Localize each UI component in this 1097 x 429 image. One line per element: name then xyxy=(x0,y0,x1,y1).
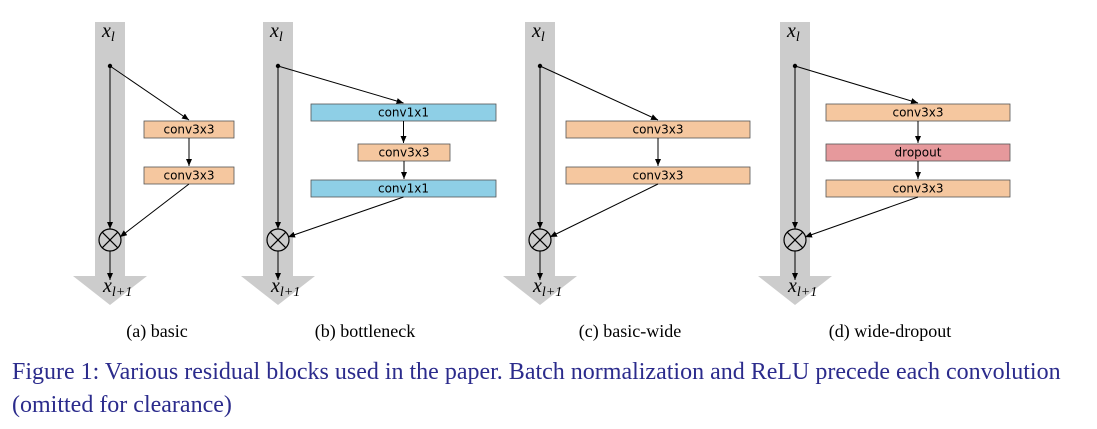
branch-arrow-in xyxy=(794,65,919,104)
sum-cross-b xyxy=(531,231,549,249)
layer-label: conv3x3 xyxy=(378,146,429,160)
input-label: xl xyxy=(269,20,283,45)
layer-label: conv3x3 xyxy=(163,123,214,137)
input-label: xl xyxy=(101,20,115,45)
sum-cross-b xyxy=(101,231,119,249)
layer-label: conv3x3 xyxy=(892,106,943,120)
branch-arrow-in xyxy=(277,65,404,104)
layer-label: conv3x3 xyxy=(892,182,943,196)
output-label-sub: l+1 xyxy=(542,285,562,300)
sum-cross-b xyxy=(269,231,287,249)
branch-arrow-out xyxy=(287,196,404,238)
output-label-base: x xyxy=(532,275,542,297)
layer-label: dropout xyxy=(895,146,942,160)
sum-cross-b xyxy=(786,231,804,249)
output-label-base: x xyxy=(270,275,280,297)
input-label-sub: l xyxy=(279,30,283,45)
subfigure-caption: (c) basic-wide xyxy=(579,321,681,342)
output-label-base: x xyxy=(787,275,797,297)
layer-label: conv3x3 xyxy=(163,169,214,183)
input-label-base: x xyxy=(269,20,279,42)
output-label-sub: l+1 xyxy=(280,285,300,300)
layer-label: conv3x3 xyxy=(632,169,683,183)
branch-arrow-out xyxy=(119,183,190,238)
input-label-sub: l xyxy=(111,30,115,45)
layer-label: conv1x1 xyxy=(378,182,429,196)
output-label-sub: l+1 xyxy=(797,285,817,300)
layer-label: conv1x1 xyxy=(378,106,429,120)
subfigure-caption: (d) wide-dropout xyxy=(829,321,951,342)
output-label-base: x xyxy=(102,275,112,297)
output-label-sub: l+1 xyxy=(112,285,132,300)
subfigure-caption: (a) basic xyxy=(126,321,187,342)
input-label-base: x xyxy=(786,20,796,42)
output-label: xl+1 xyxy=(787,275,817,300)
branch-arrow-out xyxy=(549,183,659,238)
output-label: xl+1 xyxy=(270,275,300,300)
output-label: xl+1 xyxy=(102,275,132,300)
layer-label: conv3x3 xyxy=(632,123,683,137)
input-label-sub: l xyxy=(541,30,545,45)
branch-arrow-in xyxy=(539,65,659,121)
subfigure-caption: (b) bottleneck xyxy=(315,321,415,342)
branch-arrow-in xyxy=(109,65,190,121)
branch-arrow-out xyxy=(804,196,919,238)
input-label-base: x xyxy=(531,20,541,42)
input-label: xl xyxy=(786,20,800,45)
output-label: xl+1 xyxy=(532,275,562,300)
figure-caption: Figure 1: Various residual blocks used i… xyxy=(12,359,1061,418)
input-label: xl xyxy=(531,20,545,45)
input-label-base: x xyxy=(101,20,111,42)
input-label-sub: l xyxy=(796,30,800,45)
